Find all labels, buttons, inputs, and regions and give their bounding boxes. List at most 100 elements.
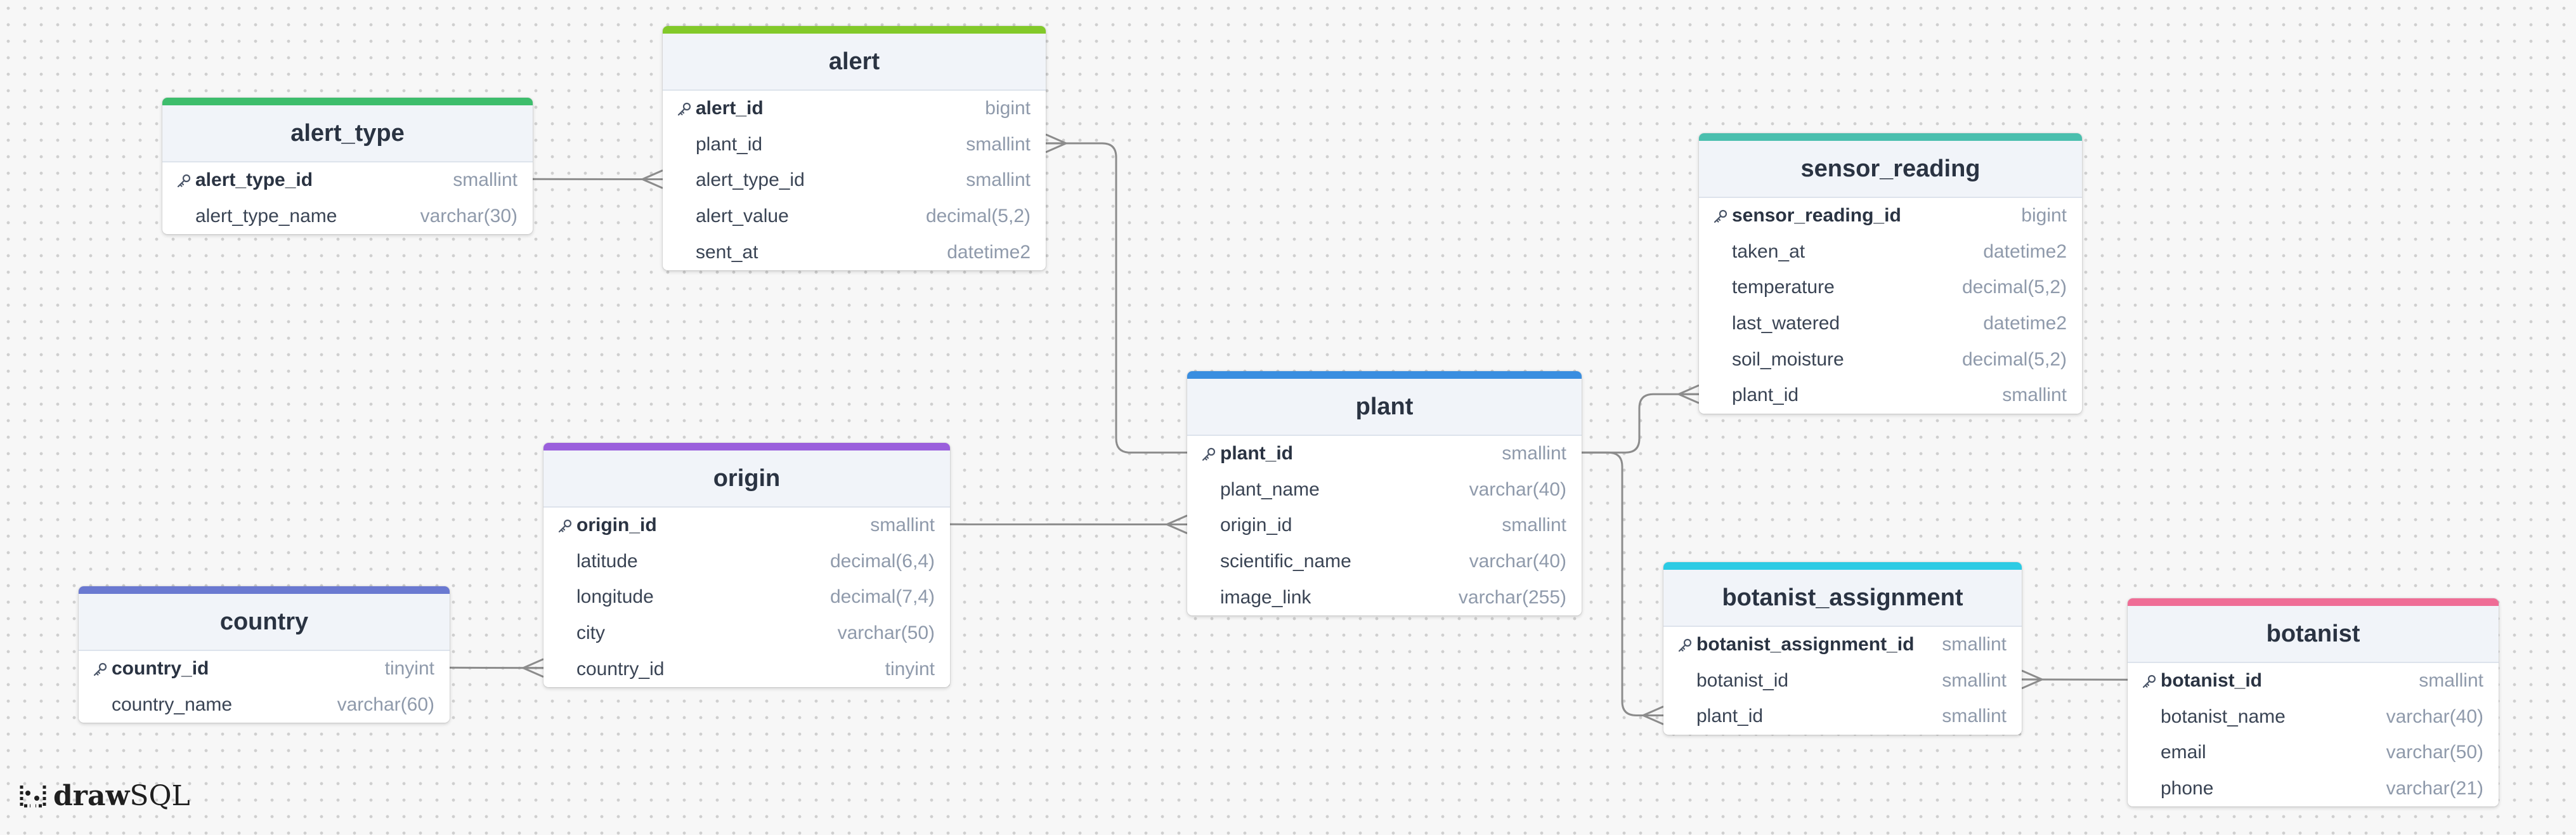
column-type: varchar(50) bbox=[2386, 742, 2483, 763]
table-color-bar bbox=[162, 98, 533, 105]
key-icon bbox=[93, 663, 107, 676]
table-color-bar bbox=[543, 443, 950, 450]
column-type: decimal(5,2) bbox=[1961, 348, 2067, 370]
key-icon bbox=[177, 174, 191, 188]
column-row[interactable]: sensor_reading_id bigint bbox=[1699, 198, 2082, 234]
relationship-line[interactable] bbox=[1582, 393, 1699, 454]
crows-foot-marker[interactable] bbox=[642, 169, 663, 189]
column-row[interactable]: country_name varchar(60) bbox=[79, 687, 450, 723]
table-title[interactable]: origin bbox=[543, 450, 950, 508]
crows-foot-marker[interactable] bbox=[2021, 669, 2043, 690]
crows-foot-marker[interactable] bbox=[1045, 133, 1067, 154]
column-name: sensor_reading_id bbox=[1732, 205, 1901, 227]
column-row[interactable]: origin_id smallint bbox=[543, 508, 950, 544]
column-type: varchar(30) bbox=[420, 205, 517, 227]
relationship-line[interactable] bbox=[1046, 142, 1187, 454]
column-name: botanist_name bbox=[2161, 706, 2286, 727]
column-row[interactable]: botanist_assignment_id smallint bbox=[1663, 627, 2022, 663]
table-color-bar bbox=[1663, 562, 2022, 570]
drawsql-logo[interactable]: draw SQL bbox=[18, 779, 190, 812]
table-title[interactable]: alert bbox=[663, 34, 1046, 91]
table-title[interactable]: country bbox=[79, 594, 450, 651]
column-type: bigint bbox=[2021, 205, 2067, 227]
column-row[interactable]: botanist_id smallint bbox=[1663, 663, 2022, 699]
key-icon bbox=[1714, 210, 1727, 223]
table-title[interactable]: botanist bbox=[2128, 606, 2499, 663]
crows-foot-marker[interactable] bbox=[1166, 515, 1188, 534]
column-row[interactable]: alert_type_name varchar(30) bbox=[162, 199, 533, 235]
column-type: smallint bbox=[870, 515, 935, 536]
table-title[interactable]: plant bbox=[1187, 379, 1582, 436]
column-row[interactable]: botanist_id smallint bbox=[2128, 663, 2499, 699]
key-icon bbox=[1678, 639, 1692, 652]
column-type: smallint bbox=[966, 169, 1031, 191]
column-name: image_link bbox=[1220, 586, 1311, 608]
column-type: smallint bbox=[2419, 670, 2483, 692]
column-name: alert_type_name bbox=[195, 205, 337, 227]
table-title[interactable]: sensor_reading bbox=[1699, 141, 2082, 198]
column-name: botanist_id bbox=[2161, 670, 2263, 692]
relationship-line[interactable] bbox=[1582, 451, 1663, 716]
table-sensor-reading[interactable]: sensor_reading sensor_reading_id bigint tak… bbox=[1699, 133, 2082, 414]
column-name: soil_moisture bbox=[1732, 348, 1844, 370]
column-type: varchar(40) bbox=[1469, 551, 1566, 572]
column-name: botanist_assignment_id bbox=[1696, 634, 1915, 655]
column-name: plant_name bbox=[1220, 478, 1320, 500]
key-icon bbox=[2142, 675, 2156, 688]
table-title[interactable]: botanist_assignment bbox=[1663, 570, 2022, 627]
column-name: botanist_id bbox=[1696, 669, 1789, 691]
column-type: smallint bbox=[1942, 634, 2007, 655]
column-name: country_name bbox=[112, 694, 233, 715]
column-type: smallint bbox=[2002, 385, 2067, 406]
crows-foot-marker[interactable] bbox=[1643, 706, 1664, 725]
column-row[interactable]: soil_moisture decimal(5,2) bbox=[1699, 341, 2082, 378]
column-type: smallint bbox=[1942, 669, 2007, 691]
column-type: decimal(7,4) bbox=[829, 586, 935, 608]
column-type: datetime2 bbox=[1983, 240, 2067, 262]
key-icon bbox=[558, 520, 572, 533]
crows-foot-marker[interactable] bbox=[523, 658, 544, 678]
column-name: plant_id bbox=[1696, 706, 1764, 727]
crows-foot-marker[interactable] bbox=[1678, 384, 1700, 404]
column-type: varchar(60) bbox=[337, 694, 434, 715]
key-icon bbox=[677, 103, 691, 116]
column-name: latitude bbox=[576, 550, 638, 572]
table-title[interactable]: alert_type bbox=[162, 105, 533, 162]
column-type: decimal(5,2) bbox=[1961, 277, 2067, 298]
table-botanist[interactable]: botanist botanist_id smallint botanist_name… bbox=[2128, 598, 2499, 807]
column-name: city bbox=[576, 622, 605, 644]
column-name: origin_id bbox=[576, 515, 657, 536]
column-name: alert_type_id bbox=[195, 169, 313, 191]
